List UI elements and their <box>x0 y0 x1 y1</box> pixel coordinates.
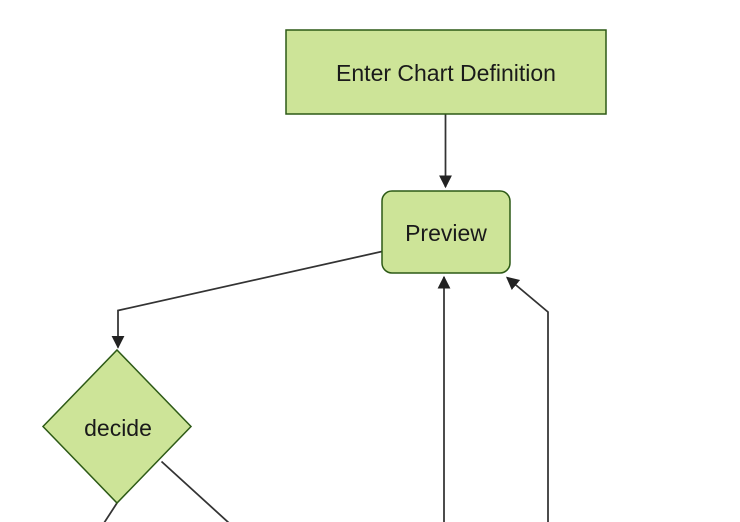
node-decide: decide <box>41 348 193 505</box>
edge-preview-to-decide <box>111 250 383 349</box>
node-enter-chart-definition-shape <box>285 29 607 115</box>
node-enter-chart-definition: Enter Chart Definition <box>285 29 607 115</box>
node-preview-label: Preview <box>405 220 487 246</box>
node-decide-label: decide <box>84 415 152 441</box>
node-preview-shape <box>381 190 511 274</box>
edge-decide-out-bottom-left <box>103 502 118 522</box>
node-preview: Preview <box>381 190 511 274</box>
edge-decide-out-bottom-right <box>160 460 230 522</box>
node-decide-shape <box>41 348 193 505</box>
edge-return-to-preview-right <box>506 276 549 522</box>
node-enter-chart-definition-label: Enter Chart Definition <box>336 60 556 86</box>
